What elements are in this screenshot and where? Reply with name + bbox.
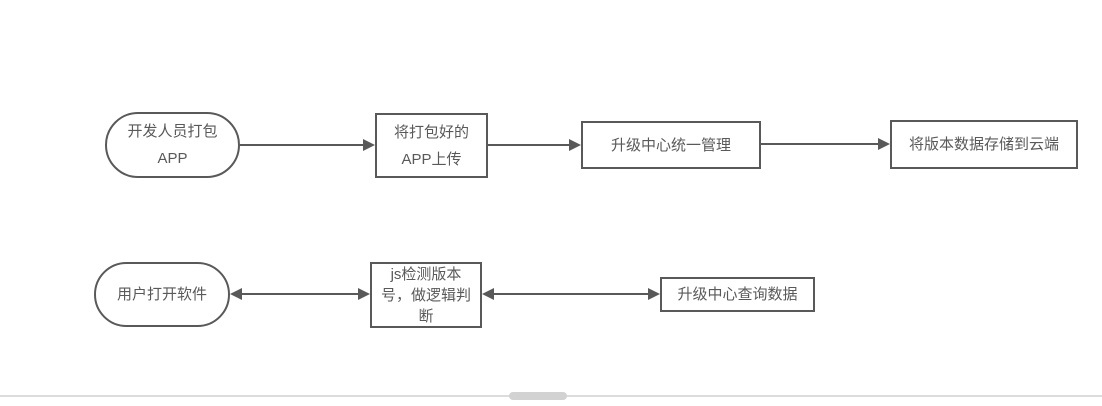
node-upgrade-center-manage[interactable]: 升级中心统一管理 bbox=[581, 121, 761, 169]
node-label-line: 升级中心统一管理 bbox=[610, 136, 731, 154]
edge-dev-package-to-upload[interactable] bbox=[240, 138, 375, 152]
node-js-check[interactable]: js检测版本 号，做逻辑判 断 bbox=[370, 262, 482, 328]
node-label-line: 升级中心查询数据 bbox=[677, 286, 798, 303]
edge-line bbox=[491, 293, 651, 295]
arrowhead-right-icon bbox=[569, 139, 581, 151]
node-label-line: 开发人员打包 bbox=[127, 123, 218, 140]
edge-user-open-to-js-check[interactable] bbox=[230, 287, 370, 301]
edge-line bbox=[240, 144, 366, 146]
node-label-line: 号，做逻辑判 bbox=[380, 286, 471, 304]
horizontal-scrollbar-thumb[interactable] bbox=[509, 392, 567, 400]
edge-line bbox=[488, 144, 572, 146]
arrowhead-right-icon bbox=[648, 288, 660, 300]
arrowhead-right-icon bbox=[363, 139, 375, 151]
arrowhead-right-icon bbox=[358, 288, 370, 300]
edge-upgrade-center-to-cloud[interactable] bbox=[761, 137, 890, 151]
node-label-line: js检测版本 bbox=[390, 265, 462, 283]
node-label-line: 用户打开软件 bbox=[116, 286, 207, 303]
edge-js-check-to-upgrade-center-query[interactable] bbox=[482, 287, 660, 301]
node-store-cloud[interactable]: 将版本数据存储到云端 bbox=[890, 120, 1078, 169]
arrowhead-right-icon bbox=[878, 138, 890, 150]
edge-upload-to-upgrade-center[interactable] bbox=[488, 138, 581, 152]
node-label-line: 断 bbox=[418, 307, 434, 325]
node-label-line: 将版本数据存储到云端 bbox=[908, 136, 1059, 153]
node-user-open[interactable]: 用户打开软件 bbox=[94, 262, 230, 327]
node-upload-app[interactable]: 将打包好的 APP上传 bbox=[375, 113, 488, 178]
arrowhead-left-icon bbox=[230, 288, 242, 300]
arrowhead-left-icon bbox=[482, 288, 494, 300]
node-label-line: 将打包好的 bbox=[393, 123, 469, 141]
edge-line bbox=[761, 143, 881, 145]
node-label-line: APP bbox=[157, 150, 188, 167]
node-upgrade-center-query[interactable]: 升级中心查询数据 bbox=[660, 277, 815, 312]
edge-line bbox=[239, 293, 361, 295]
node-label-line: APP上传 bbox=[401, 150, 462, 168]
node-dev-package[interactable]: 开发人员打包 APP bbox=[105, 112, 240, 178]
